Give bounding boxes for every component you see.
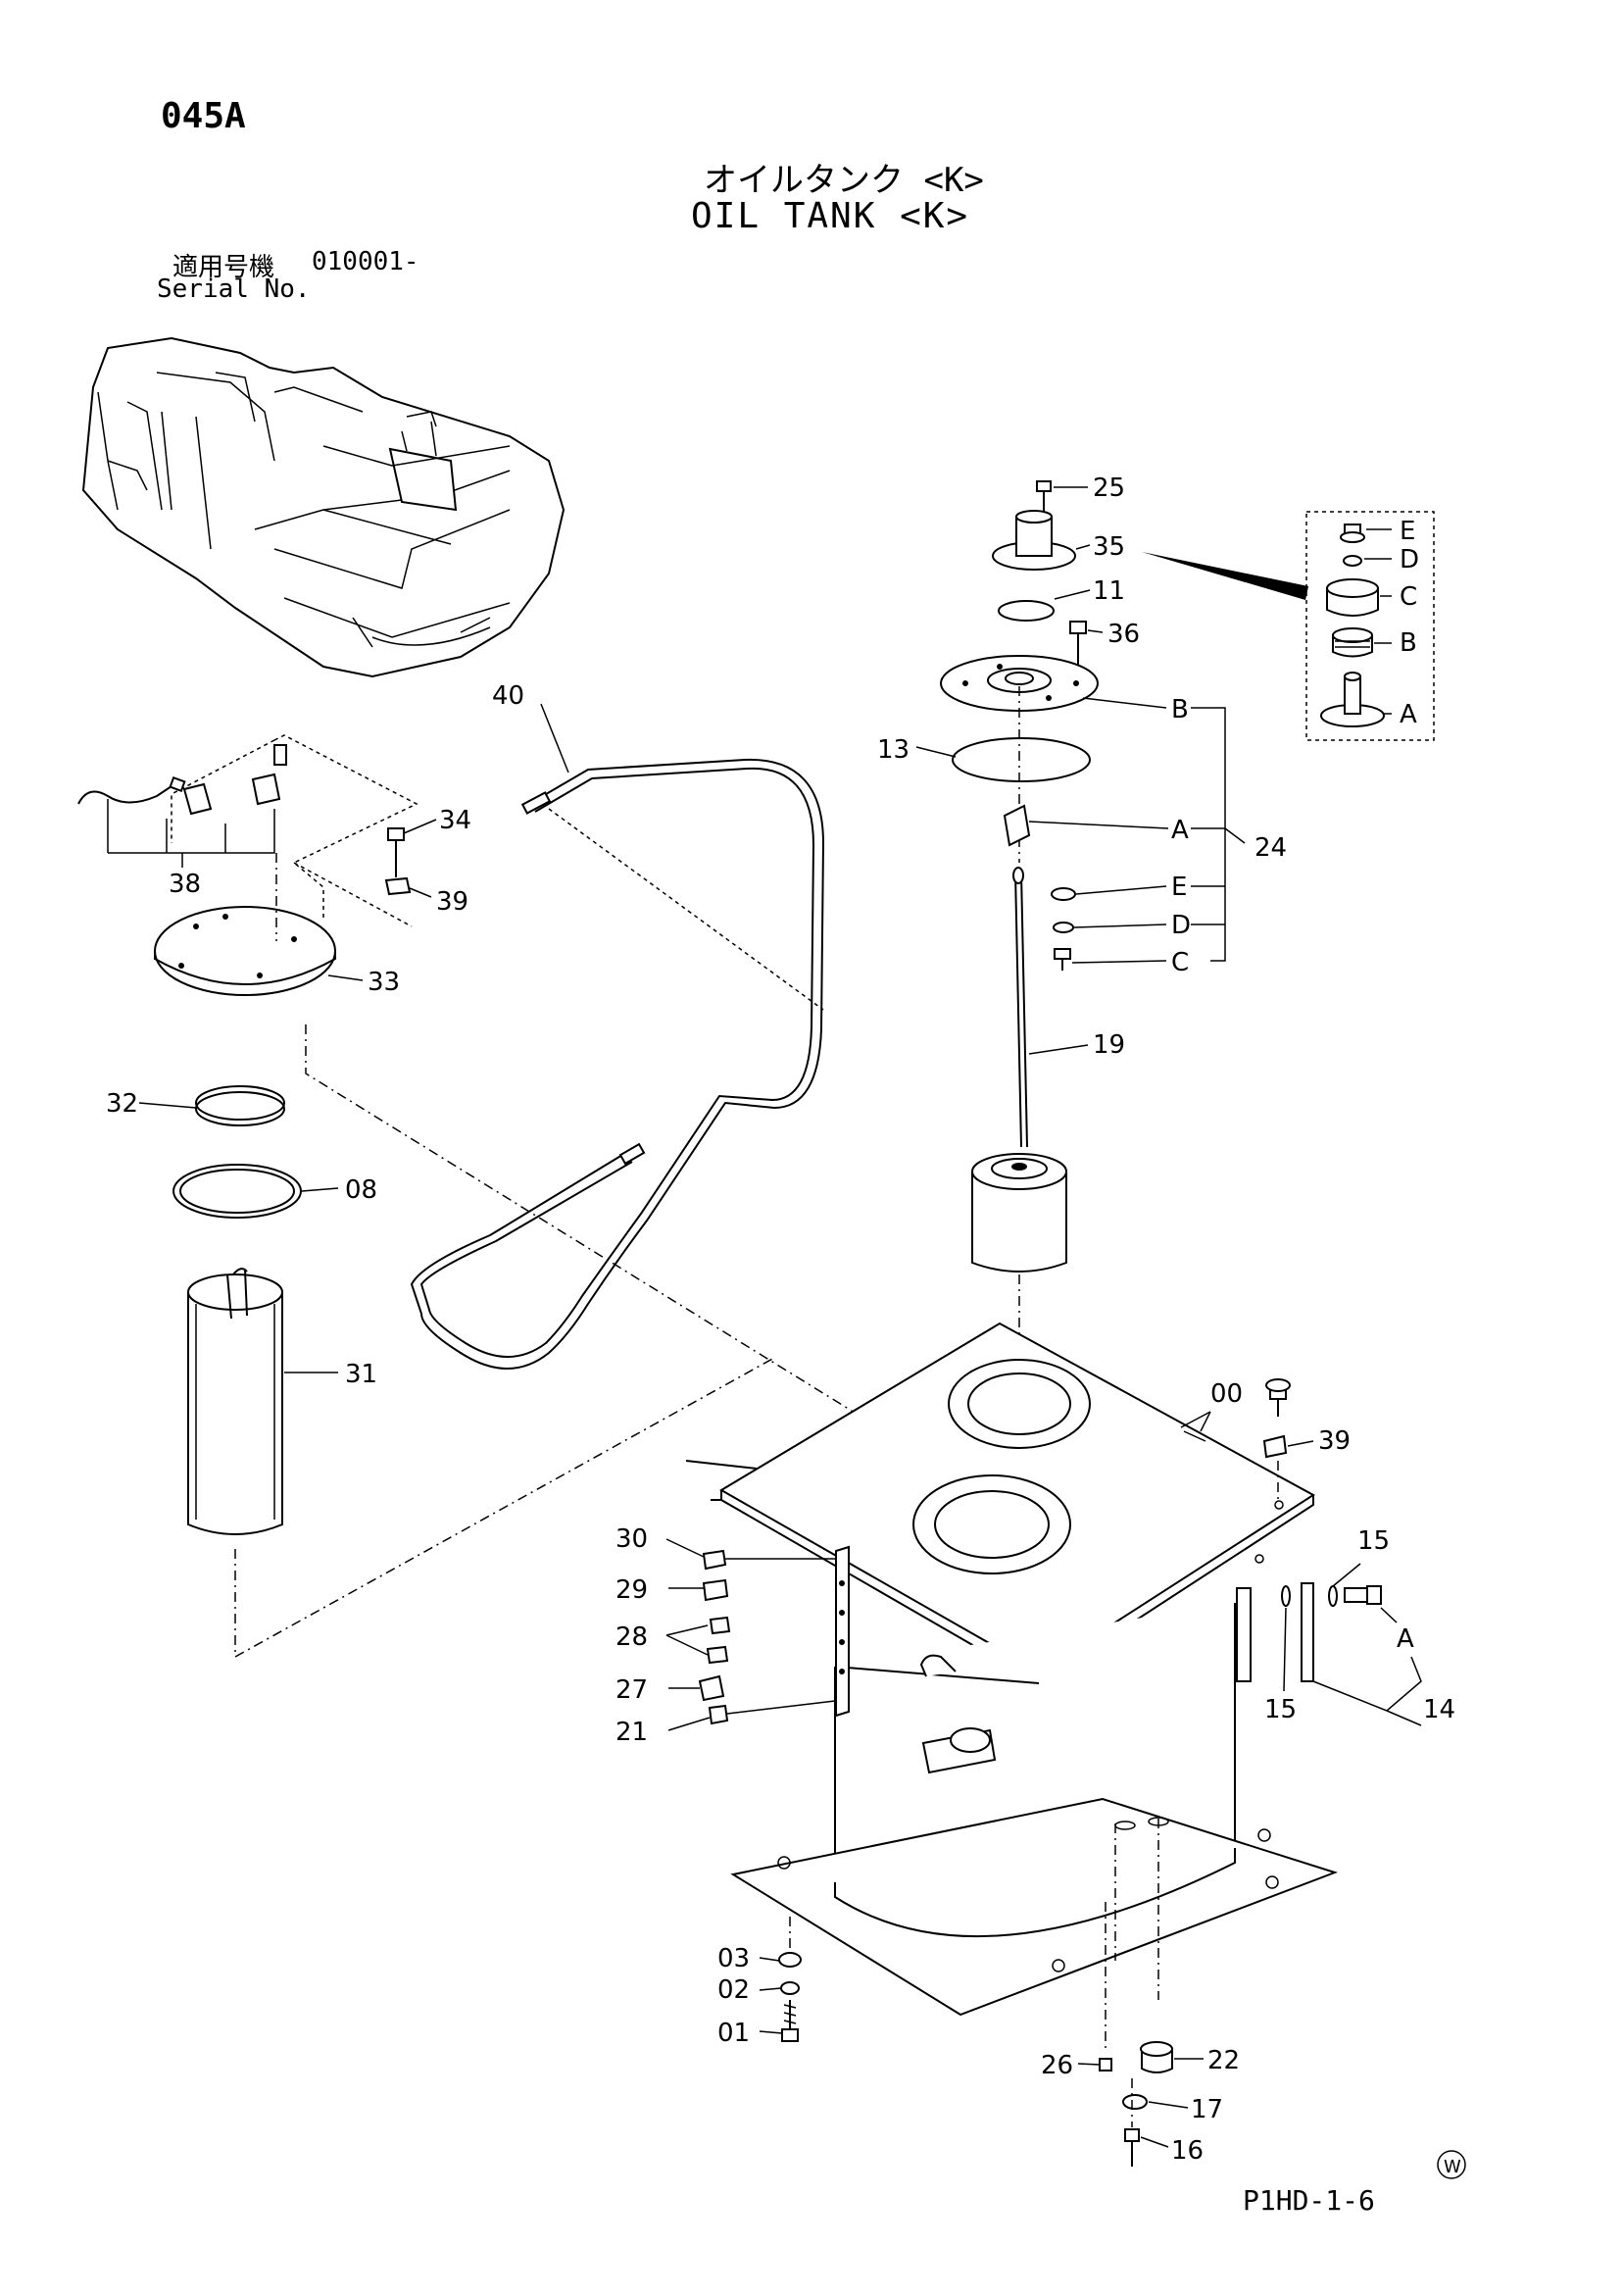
callout-13: 13 (877, 735, 910, 765)
callout-c: C (1171, 948, 1189, 977)
lock-washer-d (1053, 922, 1074, 933)
callout-32: 32 (106, 1089, 138, 1119)
excavator-overview-illustration (81, 336, 566, 678)
callout-e: E (1171, 873, 1187, 902)
detail-label-a: A (1400, 700, 1417, 729)
callout-02: 02 (717, 1975, 750, 2005)
callout-a-right: A (1397, 1624, 1414, 1654)
callout-36: 36 (1107, 620, 1140, 649)
callout-11: 11 (1093, 576, 1125, 606)
callout-17: 17 (1191, 2095, 1223, 2124)
bolt-01 (781, 2000, 799, 2042)
detail-label-e: E (1400, 517, 1415, 546)
callout-29: 29 (615, 1575, 648, 1605)
fittings-left (665, 1538, 836, 1731)
bottom-drain-hardware (1077, 2041, 1204, 2167)
flange-plate-b (940, 655, 1167, 712)
bolt-34 (387, 819, 437, 877)
detail-part-b: B (1332, 627, 1417, 658)
callout-30: 30 (615, 1524, 648, 1554)
callout-d: D (1171, 911, 1191, 940)
callout-16: 16 (1171, 2136, 1204, 2166)
callout-21: 21 (615, 1718, 648, 1747)
breather-cap-35 (992, 510, 1091, 571)
fitting-28 (665, 1616, 731, 1665)
tank-port-lower (912, 1474, 1071, 1574)
callout-08: 08 (345, 1175, 377, 1205)
clamp-39 (384, 876, 432, 898)
callout-26: 26 (1041, 2051, 1073, 2080)
filter-cover-assembly (77, 734, 981, 1658)
callout-00: 00 (1210, 1379, 1243, 1409)
strainer-element (971, 1153, 1067, 1273)
callout-28: 28 (615, 1622, 648, 1652)
serial-label-japanese: 適用号機 (172, 253, 275, 282)
level-rod-19 (1012, 867, 1089, 1148)
detail-inset-box: E D C B (1305, 511, 1435, 741)
bottom-hardware-left (759, 1917, 802, 2042)
detail-part-e: E (1340, 517, 1415, 546)
callout-27: 27 (615, 1675, 648, 1705)
callout-24: 24 (1254, 833, 1287, 863)
washer-17 (1122, 2094, 1189, 2110)
filter-element-31 (187, 1268, 338, 1535)
page-title: OIL TANK <K> (691, 196, 970, 236)
w-mark: W (1437, 2150, 1466, 2179)
callout-b: B (1171, 695, 1189, 724)
callout-35: 35 (1093, 532, 1125, 562)
callout-31: 31 (345, 1360, 377, 1389)
fitting-27 (668, 1674, 725, 1702)
bracket-a (1003, 804, 1169, 847)
oil-tank-00 (711, 1322, 1339, 2049)
fitting-29 (668, 1578, 729, 1602)
o-ring-08 (172, 1164, 339, 1219)
svg-text:W: W (1444, 2157, 1461, 2177)
gasket-13 (915, 737, 1091, 782)
lock-washer-02 (780, 1981, 800, 1995)
clamp-39-right (1262, 1378, 1314, 1500)
spring-ring-32 (138, 1085, 285, 1126)
sensor-wire-38 (77, 744, 287, 868)
page-code: 045A (161, 96, 246, 136)
bolt-16 (1124, 2128, 1169, 2167)
callout-a: A (1171, 816, 1189, 845)
detail-label-b: B (1400, 628, 1417, 658)
serial-label: Serial No. (157, 275, 311, 304)
callout-39-right: 39 (1318, 1426, 1351, 1456)
cover-plate-33 (154, 906, 364, 996)
plug-26 (1077, 2058, 1112, 2071)
washer-03 (778, 1952, 802, 1968)
tank-port-upper (948, 1359, 1091, 1449)
callout-15-lower: 15 (1264, 1695, 1297, 1724)
detail-part-a: A (1320, 672, 1417, 729)
callout-01: 01 (717, 2019, 750, 2048)
detail-label-d: D (1400, 545, 1419, 574)
callout-15: 15 (1357, 1526, 1390, 1556)
callout-03: 03 (717, 1944, 750, 1973)
callout-33: 33 (368, 968, 400, 997)
fitting-21 (667, 1700, 836, 1731)
callout-25: 25 (1093, 474, 1125, 503)
callout-19: 19 (1093, 1030, 1125, 1060)
mount-bracket-14 (1236, 1563, 1422, 1726)
detail-part-c: C (1326, 578, 1417, 617)
callout-14: 14 (1423, 1695, 1455, 1724)
serial-value: 010001- (312, 247, 419, 276)
o-ring-11 (998, 589, 1091, 622)
callout-34: 34 (439, 806, 471, 835)
callout-22: 22 (1207, 2046, 1240, 2075)
washer-e (1051, 887, 1076, 901)
callout-38: 38 (169, 870, 201, 899)
plug-22 (1140, 2041, 1204, 2073)
callout-39: 39 (436, 887, 468, 917)
breather-assembly: E D C B (915, 480, 1435, 1431)
detail-part-d: D (1343, 545, 1419, 574)
callout-40: 40 (492, 681, 524, 711)
fitting-30 (665, 1538, 835, 1571)
document-code: P1HD-1-6 (1243, 2184, 1375, 2217)
bolt-c (1054, 948, 1071, 971)
detail-label-c: C (1400, 582, 1417, 612)
page-title-japanese: オイルタンク <K> (704, 161, 984, 200)
